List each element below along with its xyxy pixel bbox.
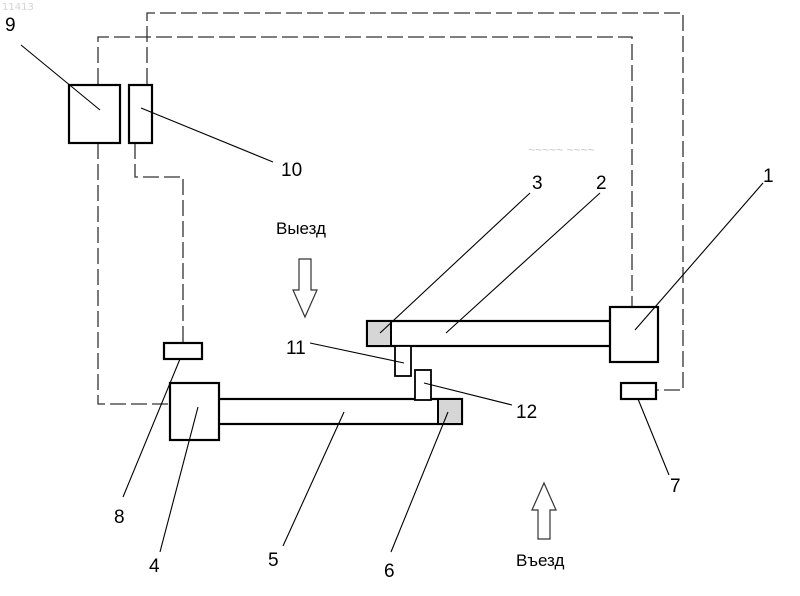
label-7: 7 [670, 476, 681, 497]
label-9: 9 [5, 15, 16, 36]
label-3: 3 [532, 173, 543, 194]
label-4: 4 [149, 556, 160, 577]
document-stamp: 11413 [2, 2, 34, 13]
leader-7 [638, 399, 669, 475]
arm-tip-6 [438, 399, 462, 424]
label-8: 8 [114, 507, 125, 528]
sensor-11 [395, 346, 411, 376]
leader-1 [635, 183, 763, 330]
leader-3 [380, 193, 530, 333]
receiver-unit-10 [129, 85, 152, 143]
barrier-drive-1 [610, 307, 658, 362]
exit-label: Выезд [276, 219, 326, 238]
label-10: 10 [281, 160, 302, 181]
label-12: 12 [516, 402, 537, 423]
label-11: 11 [286, 338, 306, 359]
exit-arrow-icon [293, 259, 317, 317]
arm-tip-3 [367, 321, 391, 346]
leader-5 [283, 412, 344, 546]
leader-2 [446, 193, 600, 333]
leader-10 [141, 108, 273, 162]
barrier-arm-2 [367, 321, 612, 346]
faint-scan-text: ~~~~~ ~~~~ [528, 143, 594, 157]
sensor-12 [415, 370, 431, 400]
label-2: 2 [596, 173, 607, 194]
detector-8 [164, 343, 202, 359]
label-1: 1 [763, 166, 774, 187]
label-5: 5 [268, 550, 279, 571]
barrier-drive-4 [170, 383, 219, 440]
detector-7 [621, 383, 656, 399]
entry-arrow-icon [532, 483, 556, 539]
label-6: 6 [384, 561, 395, 582]
leader-9 [21, 45, 100, 110]
leader-6 [391, 412, 448, 552]
control-unit-9 [69, 85, 120, 143]
entry-label: Въезд [516, 551, 564, 570]
wire-10-to-8 [135, 143, 183, 343]
